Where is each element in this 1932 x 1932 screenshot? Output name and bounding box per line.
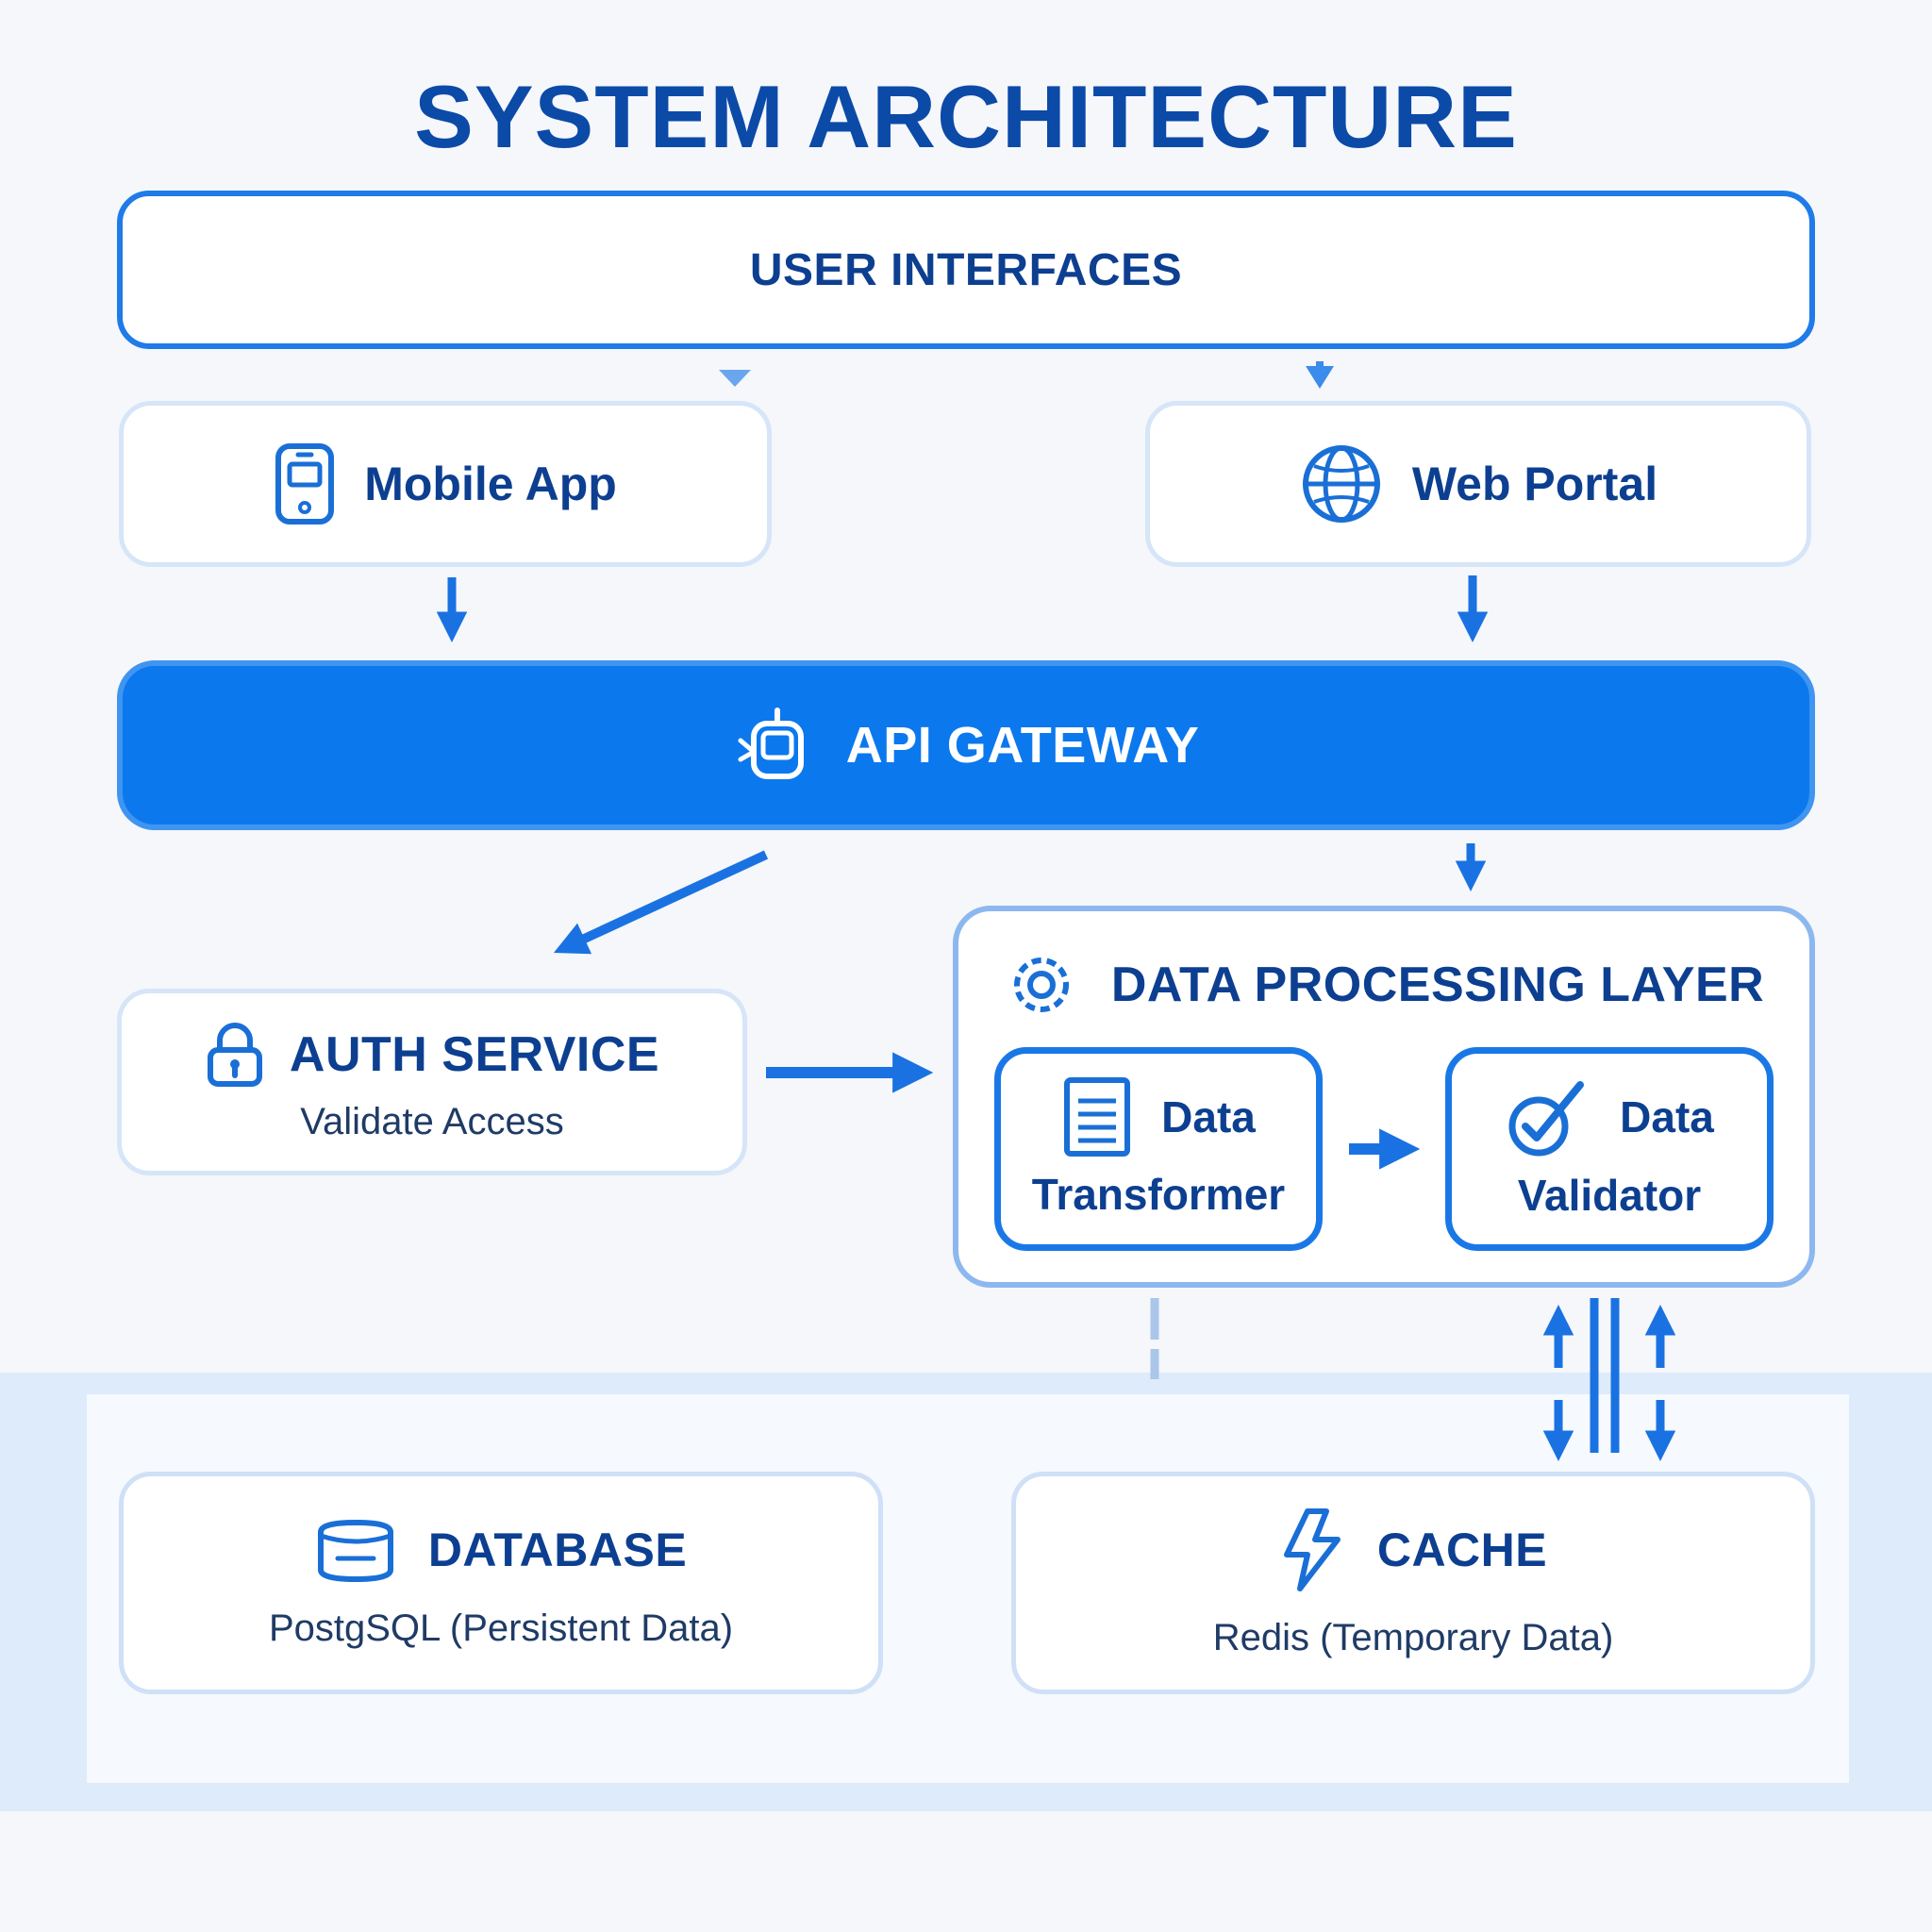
data-transformer-line1: Data xyxy=(1161,1091,1256,1141)
gateway-icon xyxy=(733,703,818,788)
document-icon xyxy=(1061,1074,1133,1159)
mobile-app-label: Mobile App xyxy=(364,458,617,510)
page-title: SYSTEM ARCHITECTURE xyxy=(414,67,1518,166)
user-interfaces-label: USER INTERFACES xyxy=(749,244,1183,295)
lock-icon xyxy=(205,1022,265,1088)
cache-box[interactable]: CACHE Redis (Temporary Data) xyxy=(1011,1472,1815,1694)
data-validator-box[interactable]: Data Validator xyxy=(1445,1047,1774,1251)
data-transformer-line2: Transformer xyxy=(1031,1169,1286,1219)
data-validator-line2: Validator xyxy=(1517,1170,1702,1220)
ui-to-web-arrow xyxy=(1306,366,1334,389)
database-sublabel: PostgSQL (Persistent Data) xyxy=(268,1607,734,1649)
cache-sublabel: Redis (Temporary Data) xyxy=(1212,1616,1614,1658)
check-icon xyxy=(1505,1074,1591,1160)
lightning-icon xyxy=(1279,1507,1345,1592)
ui-to-mobile-arrow xyxy=(719,370,751,387)
data-processing-label: DATA PROCESSING LAYER xyxy=(1110,958,1765,1012)
processing-cache-sync-arrows xyxy=(1542,1298,1676,1461)
auth-service-label: AUTH SERVICE xyxy=(289,1026,660,1082)
smartphone-icon xyxy=(274,441,336,526)
gateway-to-auth-arrow xyxy=(553,850,769,955)
gear-icon xyxy=(1004,947,1079,1023)
auth-service-sublabel: Validate Access xyxy=(300,1100,564,1142)
user-interfaces-box[interactable]: USER INTERFACES xyxy=(117,191,1815,349)
auth-service-box[interactable]: AUTH SERVICE Validate Access xyxy=(117,989,747,1175)
data-transformer-box[interactable]: Data Transformer xyxy=(994,1047,1323,1251)
web-portal-label: Web Portal xyxy=(1411,458,1658,510)
web-portal-box[interactable]: Web Portal xyxy=(1145,401,1811,567)
mobile-app-box[interactable]: Mobile App xyxy=(119,401,772,567)
cache-label: CACHE xyxy=(1376,1523,1548,1576)
database-box[interactable]: DATABASE PostgSQL (Persistent Data) xyxy=(119,1472,883,1694)
api-gateway-box[interactable]: API GATEWAY xyxy=(117,660,1815,830)
database-icon xyxy=(315,1517,396,1583)
data-validator-line1: Data xyxy=(1620,1091,1714,1141)
api-gateway-label: API GATEWAY xyxy=(845,717,1200,774)
globe-icon xyxy=(1299,441,1384,526)
database-label: DATABASE xyxy=(427,1523,688,1576)
